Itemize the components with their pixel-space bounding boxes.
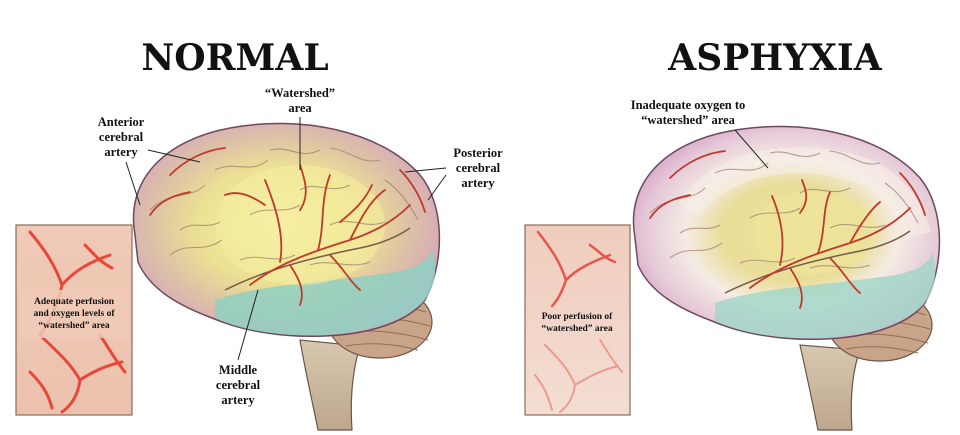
normal-inset-text-3: “watershed” area bbox=[38, 320, 110, 331]
normal-cerebrum bbox=[132, 122, 441, 338]
middle-label-line-3: artery bbox=[221, 393, 255, 407]
asphyxia-inset-text-2: “watershed” area bbox=[541, 323, 613, 334]
anterior-label-line-1: Anterior bbox=[98, 115, 145, 129]
normal-panel: NORMAL bbox=[15, 37, 503, 431]
normal-inset: Adequate perfusion and oxygen levels of … bbox=[15, 224, 133, 416]
normal-label-anterior: Anterior cerebral artery bbox=[98, 115, 201, 206]
inadequate-label-line-1: Inadequate oxygen to bbox=[631, 98, 746, 112]
asphyxia-title: ASPHYXIA bbox=[667, 37, 882, 79]
anterior-label-line-3: artery bbox=[104, 145, 138, 159]
normal-label-middle: Middle cerebral artery bbox=[216, 289, 261, 407]
normal-title: NORMAL bbox=[141, 37, 328, 79]
normal-arteries bbox=[149, 147, 426, 306]
normal-inset-text-1: Adequate perfusion bbox=[34, 297, 115, 307]
anterior-label-line-2: cerebral bbox=[99, 130, 144, 144]
inadequate-label-line-2: “watershed” area bbox=[641, 113, 736, 127]
middle-label-line-2: cerebral bbox=[216, 378, 261, 392]
normal-brain-stem bbox=[299, 339, 361, 431]
normal-label-posterior: Posterior cerebral artery bbox=[404, 146, 503, 201]
asphyxia-inset: Poor perfusion of “watershed” area bbox=[524, 224, 631, 416]
asphyxia-inset-text-1: Poor perfusion of bbox=[542, 312, 613, 322]
normal-inset-text-2: and oxygen levels of bbox=[33, 309, 115, 319]
middle-label-line-1: Middle bbox=[219, 363, 258, 377]
asphyxia-cerebrum bbox=[632, 125, 941, 341]
asphyxia-label-inadequate: Inadequate oxygen to “watershed” area bbox=[631, 98, 769, 169]
posterior-label-line-1: Posterior bbox=[453, 146, 503, 160]
asphyxia-arteries bbox=[649, 150, 926, 309]
normal-label-watershed: “Watershed” area bbox=[265, 86, 335, 170]
posterior-label-line-3: artery bbox=[461, 176, 495, 190]
watershed-label-line-2: area bbox=[288, 101, 312, 115]
asphyxia-brain-stem bbox=[799, 344, 861, 431]
watershed-label-line-1: “Watershed” bbox=[265, 86, 335, 100]
asphyxia-panel: ASPHYXIA bbox=[524, 37, 941, 431]
posterior-label-line-2: cerebral bbox=[456, 161, 501, 175]
